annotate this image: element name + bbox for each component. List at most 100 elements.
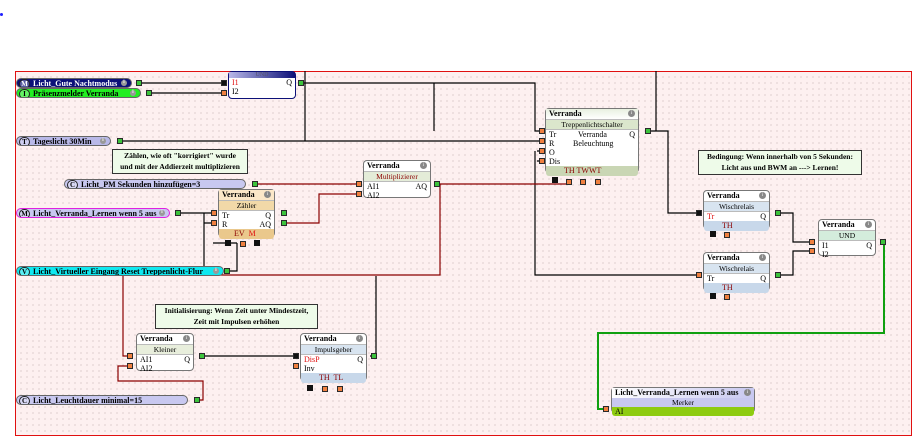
param-pin[interactable] bbox=[580, 179, 586, 185]
input-pin[interactable] bbox=[539, 148, 545, 154]
input-pin[interactable] bbox=[809, 239, 815, 245]
param-pin[interactable] bbox=[710, 293, 716, 299]
info-icon[interactable]: i bbox=[759, 254, 766, 261]
block-subtitle: UND bbox=[819, 230, 875, 241]
input-pin[interactable] bbox=[211, 210, 217, 216]
info-icon[interactable]: i bbox=[628, 110, 635, 117]
block-subtitle: Multiplizierer bbox=[364, 171, 430, 182]
input-pin[interactable] bbox=[539, 158, 545, 164]
info-icon[interactable]: i bbox=[121, 80, 127, 86]
param-pin[interactable] bbox=[254, 240, 260, 246]
output-pin[interactable] bbox=[199, 353, 205, 359]
input-pin[interactable] bbox=[211, 220, 217, 226]
info-icon[interactable]: i bbox=[100, 138, 106, 144]
input-pin[interactable] bbox=[293, 353, 299, 359]
var-type-tag: C bbox=[19, 396, 30, 404]
input-pin[interactable] bbox=[356, 181, 362, 187]
output-pin[interactable] bbox=[281, 210, 287, 216]
info-icon[interactable]: i bbox=[744, 389, 751, 396]
param-pin[interactable] bbox=[225, 240, 231, 246]
output-pin[interactable] bbox=[194, 397, 200, 403]
output-pin[interactable] bbox=[281, 220, 287, 226]
param-pin[interactable] bbox=[240, 241, 246, 247]
info-icon[interactable]: i bbox=[213, 268, 219, 274]
output-pin[interactable] bbox=[175, 210, 181, 216]
input-label-tr: Tr bbox=[549, 130, 557, 139]
info-icon[interactable]: i bbox=[420, 162, 427, 169]
output-pin[interactable] bbox=[880, 239, 886, 245]
param-pin[interactable] bbox=[322, 386, 328, 392]
output-pin[interactable] bbox=[117, 138, 123, 144]
logic-canvas[interactable] bbox=[15, 71, 912, 436]
input-pin[interactable] bbox=[809, 248, 815, 254]
input-label-r: R bbox=[549, 139, 555, 148]
block-title: Verranda bbox=[219, 190, 274, 200]
input-label-disp: DisP bbox=[304, 355, 320, 364]
input-label-ai2: AI2 bbox=[367, 191, 380, 200]
output-pin[interactable] bbox=[136, 80, 142, 86]
output-pin[interactable] bbox=[224, 268, 230, 274]
info-icon[interactable]: i bbox=[865, 221, 872, 228]
block-title: Verranda bbox=[304, 334, 337, 343]
param-pin[interactable] bbox=[307, 385, 313, 391]
output-pin[interactable] bbox=[252, 181, 258, 187]
input-pin[interactable] bbox=[221, 90, 227, 96]
output-pin[interactable] bbox=[775, 272, 781, 278]
input-pin[interactable] bbox=[221, 80, 227, 86]
input-pin[interactable] bbox=[603, 406, 609, 412]
input-pin[interactable] bbox=[127, 353, 133, 359]
block-title: Licht_Verranda_Lernen wenn 5 aus bbox=[612, 388, 754, 398]
input-pin[interactable] bbox=[696, 210, 702, 216]
input-pin[interactable] bbox=[539, 128, 545, 134]
input-pin[interactable] bbox=[539, 138, 545, 144]
param-pin[interactable] bbox=[337, 386, 343, 392]
input-label-ai2: AI2 bbox=[140, 364, 153, 373]
param-pin[interactable] bbox=[595, 179, 601, 185]
block-title: Verranda bbox=[707, 191, 740, 200]
output-pin[interactable] bbox=[371, 353, 377, 359]
info-icon[interactable]: i bbox=[159, 210, 165, 216]
info-icon[interactable]: i bbox=[356, 335, 363, 342]
info-icon[interactable]: i bbox=[264, 191, 271, 198]
input-pin[interactable] bbox=[696, 272, 702, 278]
param-pin[interactable] bbox=[552, 177, 558, 183]
var-label: Licht_PM Sekunden hinzufügen=3 bbox=[81, 180, 201, 189]
param-pin[interactable] bbox=[724, 232, 730, 238]
param-pin[interactable] bbox=[710, 231, 716, 237]
info-icon[interactable]: i bbox=[183, 335, 190, 342]
input-pin[interactable] bbox=[356, 191, 362, 197]
input-pin[interactable] bbox=[127, 363, 133, 369]
output-pin[interactable] bbox=[146, 90, 152, 96]
output-pin[interactable] bbox=[434, 181, 440, 187]
output-pin[interactable] bbox=[298, 80, 304, 86]
input-pin[interactable] bbox=[293, 363, 299, 369]
param-pin[interactable] bbox=[724, 294, 730, 300]
block-body-line2: Beleuchtung bbox=[573, 139, 614, 148]
block-merker[interactable]: Licht_Verranda_Lernen wenn 5 aus i Merke… bbox=[611, 387, 755, 416]
param-pin[interactable] bbox=[566, 179, 572, 185]
output-label-q: Q bbox=[357, 355, 363, 364]
output-pin[interactable] bbox=[775, 210, 781, 216]
input-label-r: R bbox=[222, 220, 228, 229]
output-pin[interactable] bbox=[645, 128, 651, 134]
info-icon[interactable]: i bbox=[759, 192, 766, 199]
info-icon[interactable]: i bbox=[130, 90, 136, 96]
input-label-ai1: AI1 bbox=[367, 182, 380, 191]
